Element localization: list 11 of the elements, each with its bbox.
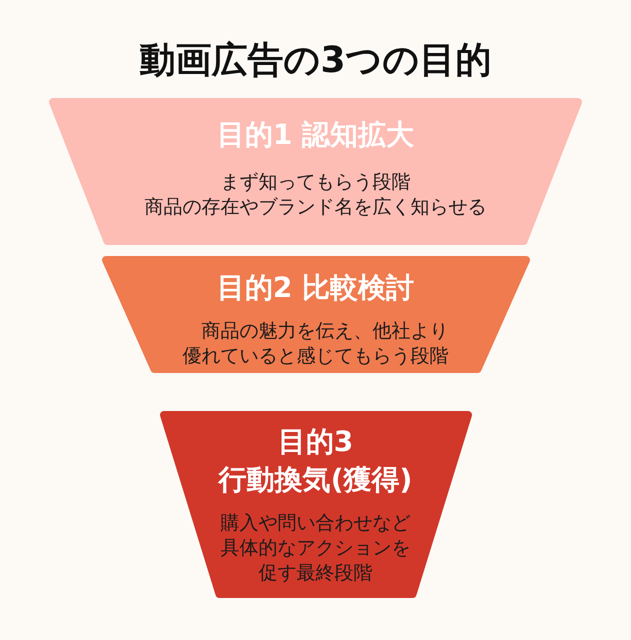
stage-description: 商品の魅力を伝え、他社より優れていると感じてもらう段階 bbox=[182, 318, 450, 368]
stage-heading: 目的1 認知拡大 bbox=[216, 116, 414, 152]
funnel-stage bbox=[102, 256, 530, 373]
stage-description: まず知ってもらう段階 bbox=[220, 170, 412, 194]
stage-description: 商品の存在やブランド名を広く知らせる bbox=[144, 194, 488, 220]
funnel-stage bbox=[160, 411, 472, 598]
stage-heading: 目的2 比較検討 bbox=[216, 270, 414, 306]
funnel-stage bbox=[49, 98, 582, 245]
title: 動画広告の3つの目的 bbox=[139, 39, 492, 83]
stage-description: 購入や問い合わせなど具体的なアクションを促す最終段階 bbox=[220, 511, 412, 586]
stage-heading: 目的3 行動換気(獲得) bbox=[216, 424, 414, 498]
